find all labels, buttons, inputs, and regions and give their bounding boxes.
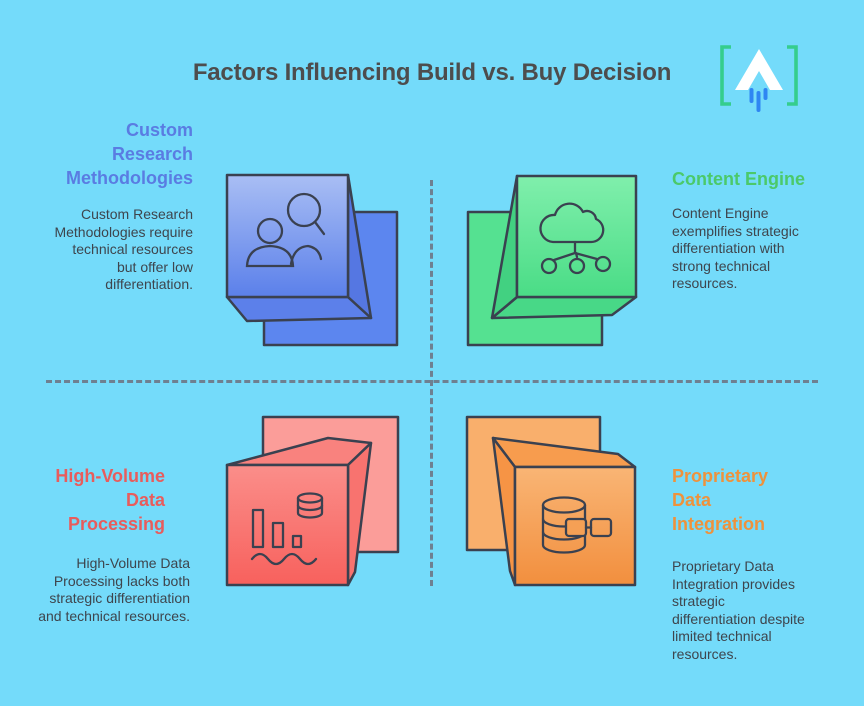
page-title: Factors Influencing Build vs. Buy Decisi… bbox=[192, 59, 672, 86]
logo-right-bracket-icon bbox=[787, 45, 798, 106]
logo-left-bracket-icon bbox=[720, 45, 731, 106]
quadrant-top-right-heading: Content Engine bbox=[672, 169, 805, 189]
cloud-network-cube-icon bbox=[458, 166, 638, 350]
vertical-divider bbox=[430, 180, 433, 586]
brand-logo-icon bbox=[720, 45, 798, 112]
brand-logo bbox=[717, 43, 801, 117]
quadrant-bottom-right-body: Proprietary Data Integration provides st… bbox=[672, 558, 805, 662]
database-link-cube-icon bbox=[458, 408, 643, 603]
quadrant-top-left-body: Custom Research Methodologies require te… bbox=[54, 206, 193, 292]
logo-thrust-line-icon bbox=[756, 91, 761, 112]
people-search-cube-icon bbox=[225, 170, 400, 352]
logo-letter-a-icon bbox=[735, 49, 783, 90]
quadrant-top-left-heading: Custom Research Methodologies bbox=[66, 120, 193, 188]
quadrant-bottom-left-body: High-Volume Data Processing lacks both s… bbox=[38, 555, 190, 624]
quadrant-bottom-right-heading: Proprietary Data Integration bbox=[672, 466, 769, 534]
quadrant-bottom-left-heading: High-Volume Data Processing bbox=[55, 466, 165, 534]
logo-thrust-line-icon bbox=[749, 88, 754, 103]
logo-thrust-line-icon bbox=[763, 88, 768, 100]
bar-chart-database-cube-icon bbox=[224, 408, 406, 598]
quadrant-top-right-body: Content Engine exemplifies strategic dif… bbox=[672, 205, 799, 291]
